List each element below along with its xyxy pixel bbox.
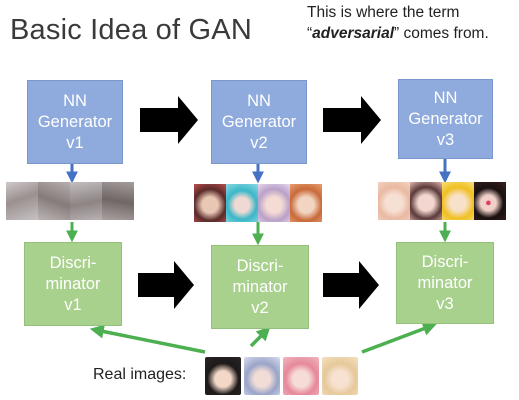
adversarial-note: This is where the term “adversarial” com… <box>307 2 519 44</box>
big-arrow-gen-2-3 <box>323 96 381 144</box>
discriminator-v2-line1: Discri- <box>236 256 284 275</box>
real-image <box>283 357 319 395</box>
discriminator-v1-line2: minator <box>45 274 101 293</box>
generator-v1-line3: v1 <box>66 133 84 152</box>
generated-image <box>474 182 506 220</box>
discriminator-v1-line1: Discri- <box>49 253 97 272</box>
note-emphasis: adversarial <box>312 25 395 42</box>
generator-v2-line3: v2 <box>250 133 268 152</box>
generator-v3-box: NN Generator v3 <box>398 79 493 159</box>
generator-v2-line2: Generator <box>221 112 297 131</box>
discriminator-v3-line3: v3 <box>436 294 454 313</box>
generated-image <box>378 182 410 220</box>
generated-image <box>410 182 442 220</box>
big-arrow-dis-2-3 <box>323 261 379 309</box>
generated-images-v2 <box>194 184 322 222</box>
real-image <box>322 357 358 395</box>
generator-v2-box: NN Generator v2 <box>211 80 307 164</box>
real-image <box>205 357 241 395</box>
generator-v3-line2: Generator <box>408 109 483 128</box>
real-arrow-to-d2 <box>249 326 271 348</box>
generator-v1-line1: NN <box>63 91 87 110</box>
big-arrow-gen-1-2 <box>140 96 198 144</box>
generated-image <box>290 184 322 222</box>
discriminator-v1-box: Discri- minator v1 <box>24 242 122 326</box>
generated-images-v3 <box>378 182 506 220</box>
slide-title: Basic Idea of GAN <box>10 14 252 46</box>
generated-image <box>38 182 70 220</box>
real-image <box>244 357 280 395</box>
generator-v3-line3: v3 <box>436 130 455 149</box>
real-arrow-to-d3 <box>361 322 437 354</box>
discriminator-v2-line2: minator <box>232 277 288 296</box>
discriminator-v2-box: Discri- minator v2 <box>211 245 309 329</box>
generated-images-v1 <box>6 182 134 220</box>
discriminator-v3-box: Discri- minator v3 <box>396 242 494 324</box>
generated-image <box>6 182 38 220</box>
generator-v2-line1: NN <box>247 91 271 110</box>
generator-v1-box: NN Generator v1 <box>27 80 123 164</box>
discriminator-v1-line3: v1 <box>64 295 82 314</box>
generated-image <box>258 184 290 222</box>
generator-v1-line2: Generator <box>37 112 113 131</box>
real-arrow-to-d1 <box>89 324 206 354</box>
discriminator-v3-line1: Discri- <box>421 252 469 271</box>
note-line2-rest: ” comes from. <box>394 25 489 42</box>
big-arrow-dis-1-2 <box>138 261 194 309</box>
generated-image <box>102 182 134 220</box>
generated-image <box>442 182 474 220</box>
generated-image <box>70 182 102 220</box>
generated-image <box>226 184 258 222</box>
note-line1: This is where the term <box>307 4 460 21</box>
discriminator-v2-line3: v2 <box>251 298 269 317</box>
real-images-label: Real images: <box>93 366 187 383</box>
discriminator-v3-line2: minator <box>417 273 473 292</box>
note-quote-open: “ <box>307 25 313 42</box>
generated-image <box>194 184 226 222</box>
generator-v3-line1: NN <box>433 88 458 107</box>
